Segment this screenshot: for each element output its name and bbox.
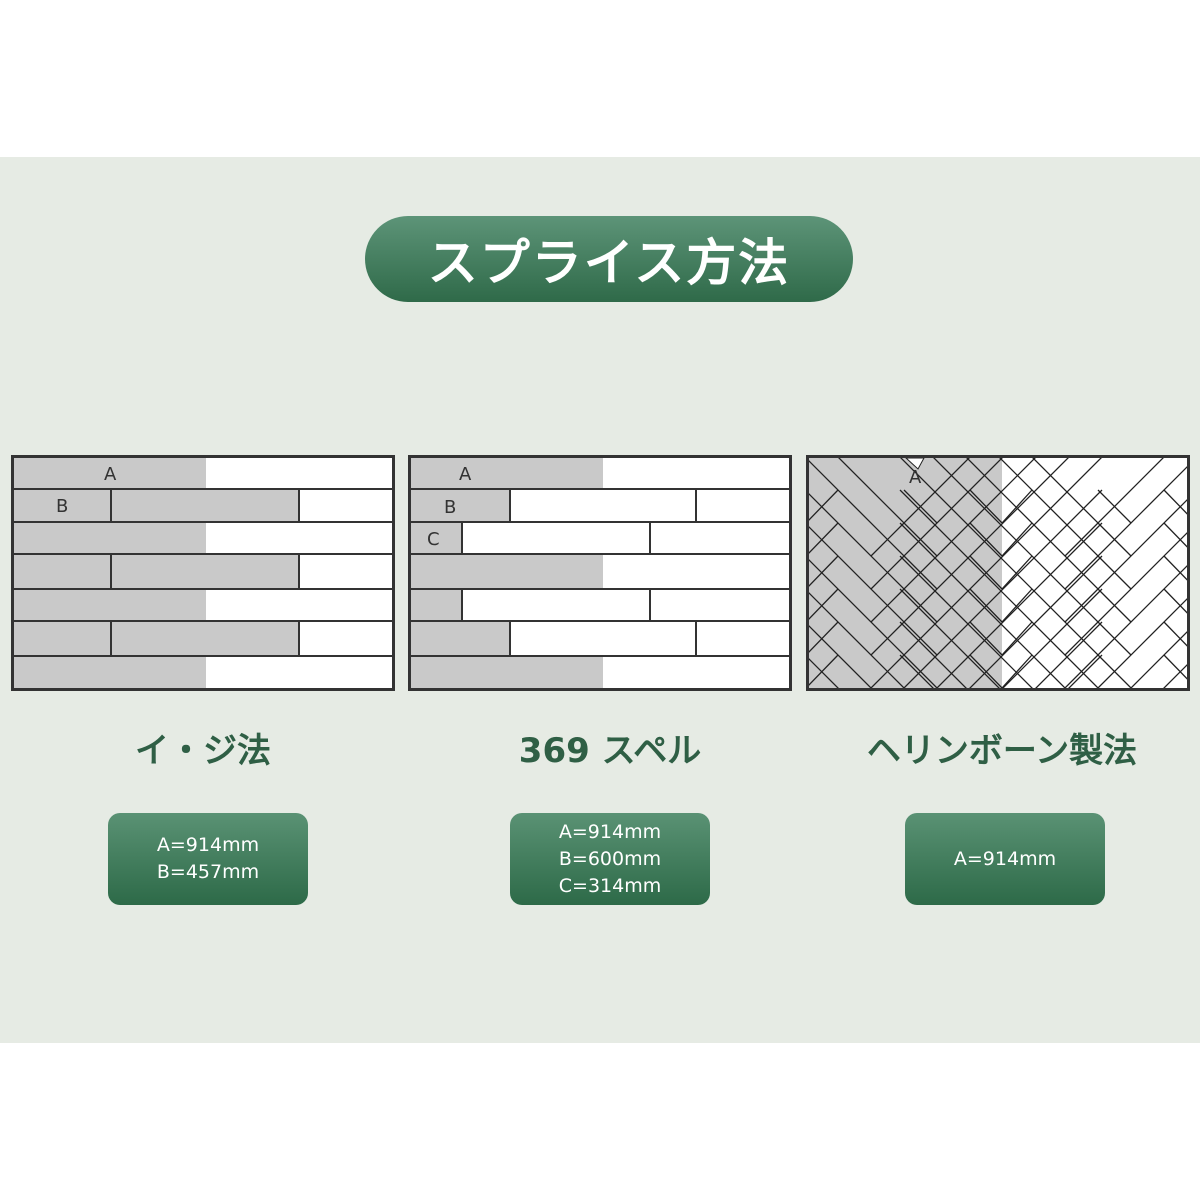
tile: [697, 622, 789, 655]
spec-pill-2: A=914mm B=600mm C=314mm: [510, 813, 710, 905]
method-name-text: ヘリンボーン製法: [866, 730, 1138, 771]
tile: [14, 555, 110, 588]
tile: [411, 622, 509, 655]
top-notch: [905, 458, 925, 470]
tile-label-a: A: [459, 464, 472, 485]
tile: [300, 555, 392, 588]
pattern-svg-3: A: [806, 455, 1190, 691]
tile: [411, 490, 509, 521]
tile: [411, 657, 603, 688]
tile: [112, 490, 298, 521]
spec-pill-3: A=914mm: [905, 813, 1105, 905]
tile: [651, 523, 789, 553]
tile: [603, 555, 789, 588]
spec-line: B=600mm: [558, 847, 662, 870]
tile: [300, 622, 392, 655]
tile-label-b: B: [444, 497, 456, 518]
pattern-svg-2: A B C: [408, 455, 792, 691]
tile: [206, 523, 392, 553]
tile-label-b: B: [56, 496, 68, 517]
method-name-text: 369 スペル: [518, 730, 702, 771]
tile: [14, 523, 206, 553]
tile: [206, 458, 392, 488]
tile: [411, 590, 461, 620]
tile: [14, 622, 110, 655]
tile-label-a: A: [104, 464, 117, 485]
pattern-diagram-1: A B: [11, 455, 395, 691]
tile: [511, 490, 695, 521]
tile: [14, 657, 206, 688]
spec-line: B=457mm: [156, 861, 260, 883]
tile-label-a: A: [909, 467, 922, 488]
tile: [463, 590, 649, 620]
pattern-diagram-3: A: [806, 455, 1190, 691]
tile: [411, 555, 603, 588]
tile: [14, 590, 206, 620]
tile: [14, 458, 206, 488]
method-name-1: イ・ジ法: [11, 722, 395, 772]
spec-line: A=914mm: [953, 847, 1057, 870]
tile: [206, 590, 392, 620]
tile: [300, 490, 392, 521]
tile: [463, 523, 649, 553]
tile: [112, 622, 298, 655]
page-title: スプライス方法: [427, 234, 791, 292]
spec-pill-1: A=914mm B=457mm: [108, 813, 308, 905]
herringbone-lines: [809, 458, 1187, 688]
tile: [697, 490, 789, 521]
pattern-diagram-2: A B C: [408, 455, 792, 691]
tile: [511, 622, 695, 655]
pattern-svg-1: A B: [11, 455, 395, 691]
tile: [603, 458, 789, 488]
tile: [603, 657, 789, 688]
title-pill: スプライス方法: [365, 216, 853, 302]
method-name-3: ヘリンボーン製法: [810, 722, 1194, 772]
spec-line: C=314mm: [558, 874, 662, 897]
tile: [651, 590, 789, 620]
spec-line: A=914mm: [558, 820, 662, 843]
white-area: [1002, 458, 1187, 688]
tile: [112, 555, 298, 588]
method-name-2: 369 スペル: [418, 722, 802, 772]
tile: [411, 523, 461, 553]
tile-label-c: C: [427, 529, 440, 550]
method-name-text: イ・ジ法: [135, 730, 271, 771]
tile: [206, 657, 392, 688]
tile: [14, 490, 110, 521]
spec-line: A=914mm: [156, 834, 260, 856]
tile: [411, 458, 603, 488]
